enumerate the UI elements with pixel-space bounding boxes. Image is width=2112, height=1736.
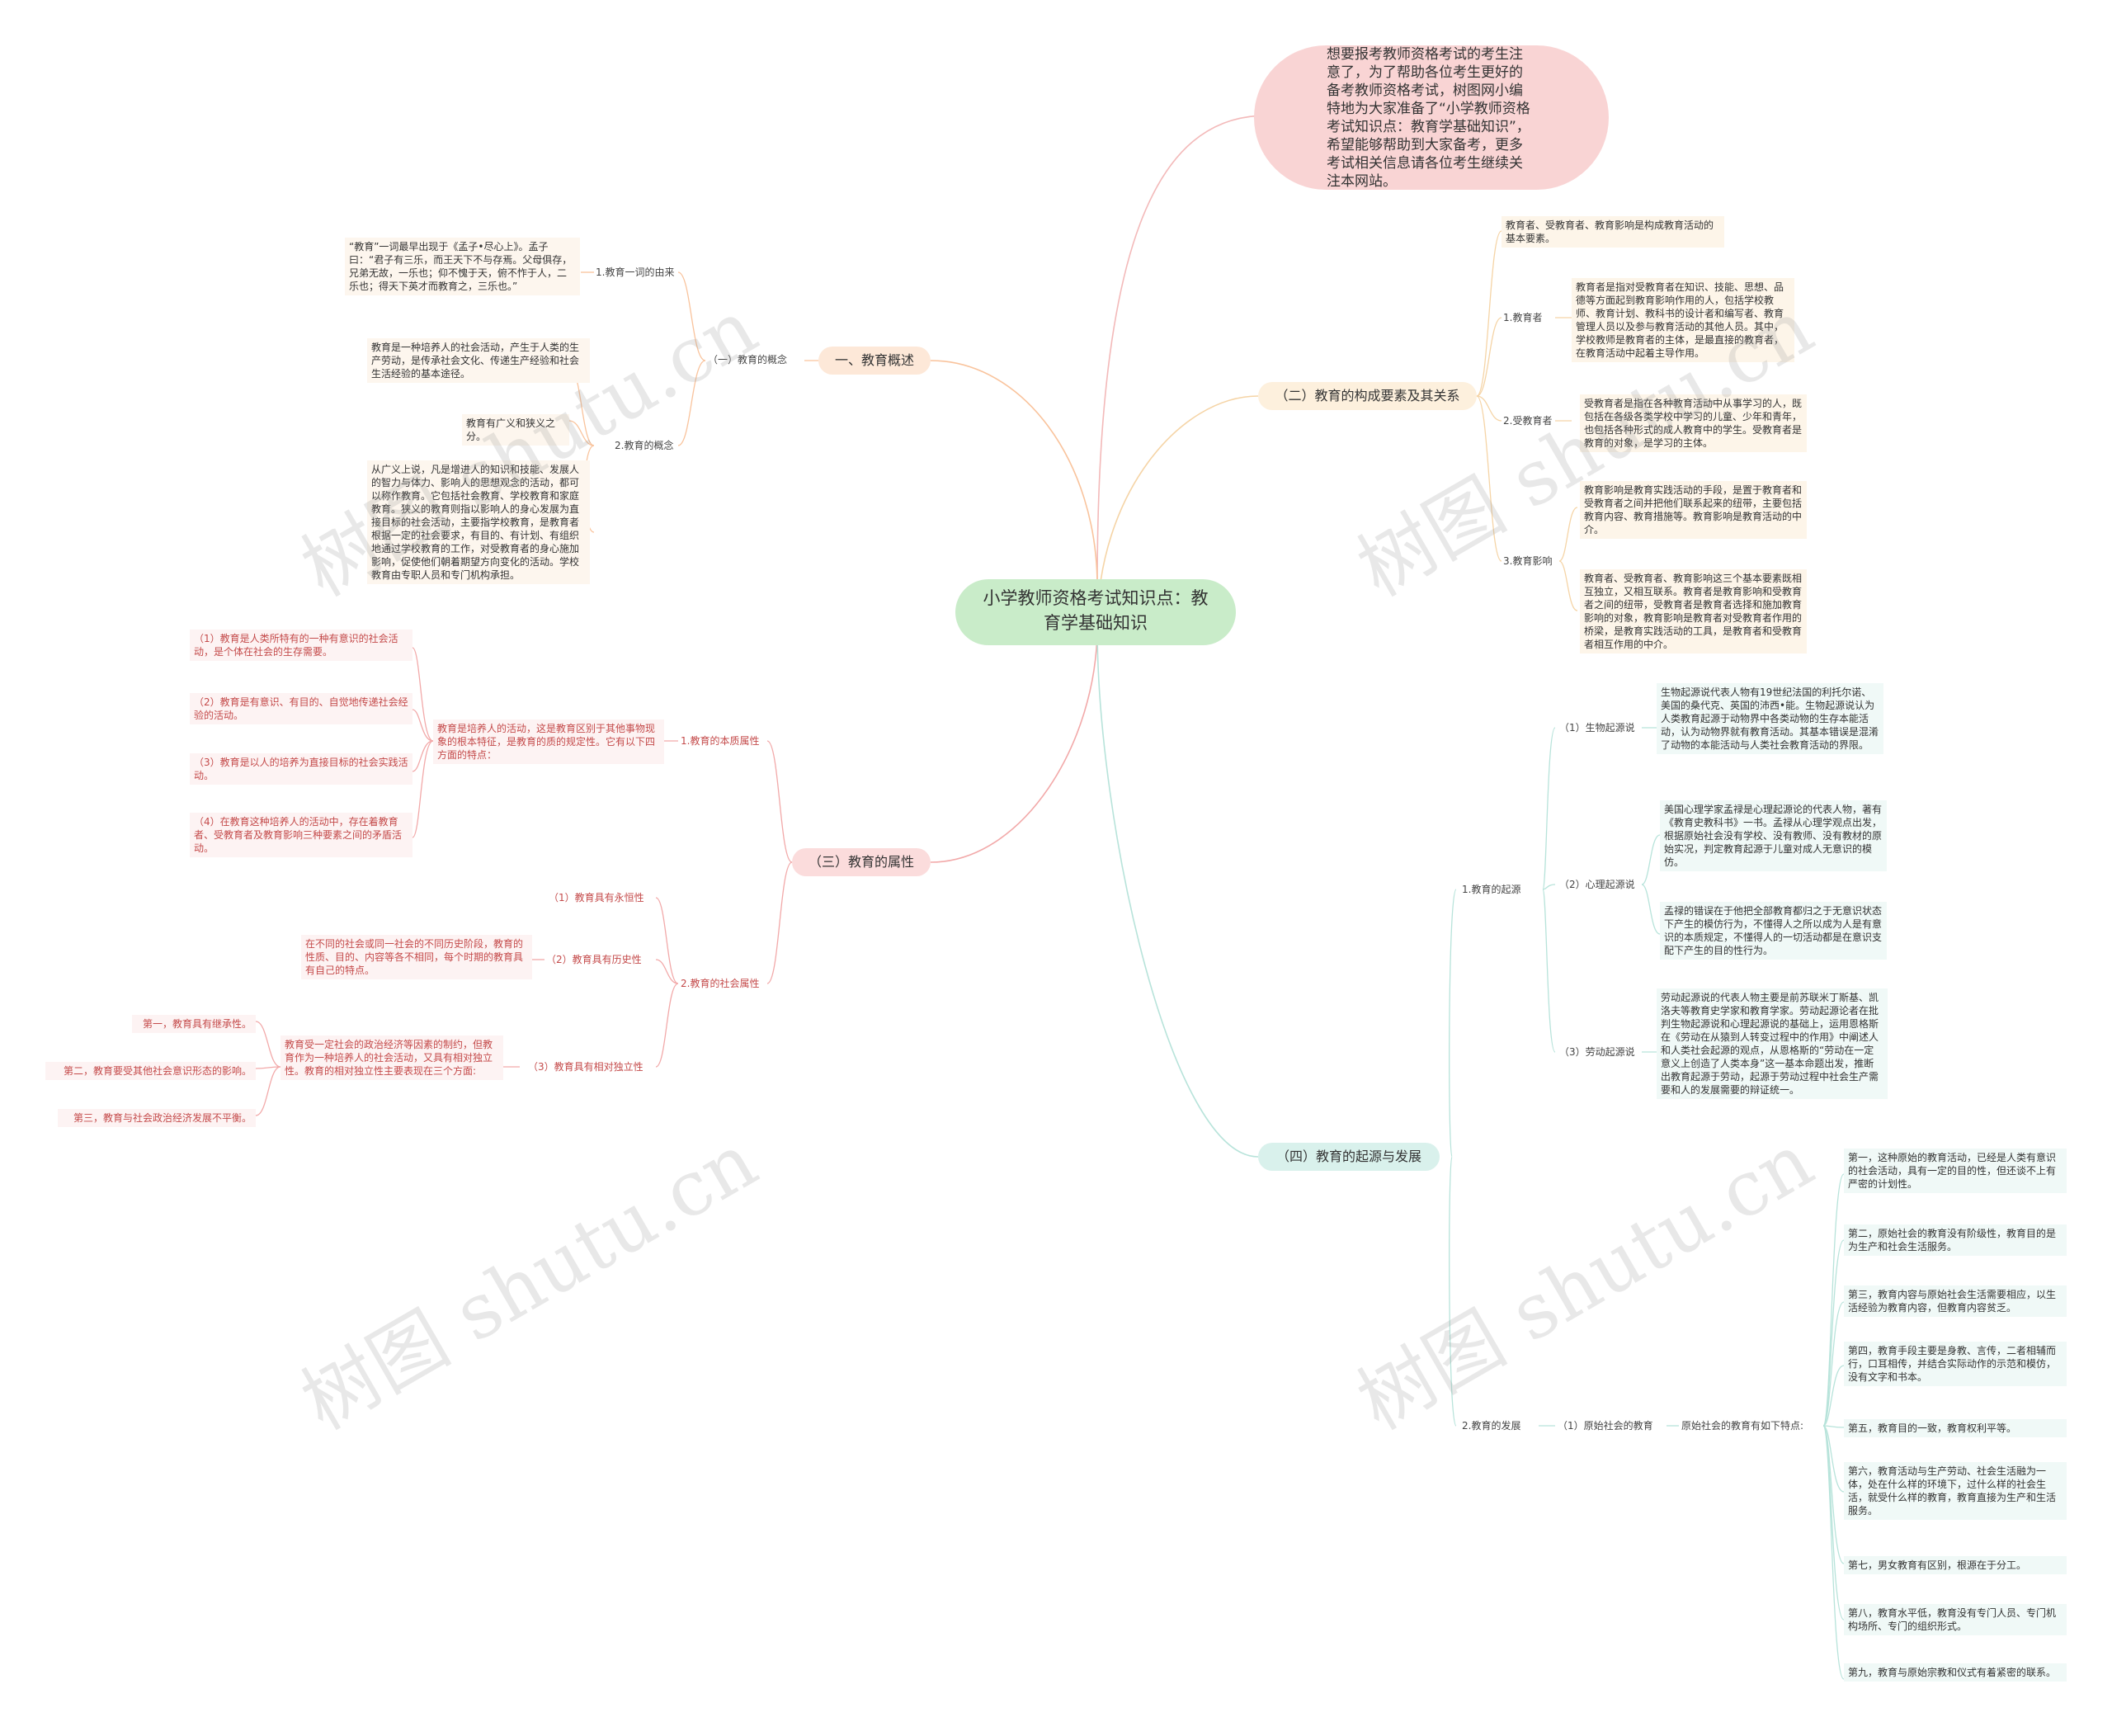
bio-origin-label[interactable]: （1）生物起源说 xyxy=(1559,722,1635,734)
essence-item-2: （2）教育是有意识、有目的、自觉地传递社会经验的活动。 xyxy=(190,693,412,724)
independent-item-2: 第二，教育要受其他社会意识形态的影响。 xyxy=(45,1062,256,1080)
root-title: 小学教师资格考试知识点：教育学基础知识 xyxy=(983,588,1209,633)
branch-overview-label: 一、教育概述 xyxy=(834,352,914,368)
learner-text: 受教育者是指在各种教育活动中从事学习的人，既包括在各级各类学校中学习的儿童、少年… xyxy=(1580,394,1807,452)
educator-text: 教育者是指对受教育者在知识、技能、思想、品德等方面起到教育影响作用的人，包括学校… xyxy=(1572,278,1794,362)
branch-elements-label: （二）教育的构成要素及其关系 xyxy=(1275,388,1460,403)
branch-overview[interactable]: 一、教育概述 xyxy=(818,347,931,375)
elements-intro-text: 教育者、受教育者、教育影响是构成教育活动的基本要素。 xyxy=(1502,216,1724,248)
concept-definition-text-2: 教育有广义和狭义之分。 xyxy=(462,414,569,446)
primitive-item-4: 第四，教育手段主要是身教、言传，二者相辅而行，口耳相传，并结合实际动作的示范和模… xyxy=(1844,1342,2067,1386)
primitive-item-2: 第二，原始社会的教育没有阶级性，教育目的是为生产和社会生活服务。 xyxy=(1844,1224,2067,1256)
primitive-item-5: 第五，教育目的一致，教育权利平等。 xyxy=(1844,1419,2067,1437)
branch-attributes[interactable]: （三）教育的属性 xyxy=(792,848,931,876)
influence-text-2: 教育者、受教育者、教育影响这三个基本要素既相互独立，又相互联系。教育者是教育影响… xyxy=(1580,569,1807,653)
primitive-item-8: 第八，教育水平低，教育没有专门人员、专门机构场所、专门的组织形式。 xyxy=(1844,1604,2067,1635)
psy-origin-text-1: 美国心理学家孟禄是心理起源论的代表人物，著有《教育史教科书》一书。孟禄从心理学观… xyxy=(1660,800,1887,871)
source-label[interactable]: 1.教育的起源 xyxy=(1462,884,1521,895)
essence-item-1: （1）教育是人类所特有的一种有意识的社会活动，是个体在社会的生存需要。 xyxy=(190,630,412,661)
educator-label[interactable]: 1.教育者 xyxy=(1503,312,1543,323)
primitive-label[interactable]: （1）原始社会的教育 xyxy=(1558,1420,1653,1432)
essence-item-4: （4）在教育这种培养人的活动中，存在着教育者、受教育者及教育影响三种要素之间的矛… xyxy=(190,813,412,857)
psy-origin-text-2: 孟禄的错误在于他把全部教育都归之于无意识状态下产生的模仿行为，不懂得人之所以成为… xyxy=(1660,902,1887,960)
root-topic[interactable]: 小学教师资格考试知识点：教育学基础知识 xyxy=(955,579,1236,645)
eternal-label[interactable]: （1）教育具有永恒性 xyxy=(549,892,644,903)
intro-bubble[interactable]: 想要报考教师资格考试的考生注意了，为了帮助各位考生更好的备考教师资格考试，树图网… xyxy=(1254,45,1609,190)
labor-origin-label[interactable]: （3）劳动起源说 xyxy=(1559,1046,1635,1058)
bio-origin-text: 生物起源说代表人物有19世纪法国的利托尔诺、美国的桑代克、英国的沛西•能。生物起… xyxy=(1657,683,1883,754)
independent-item-3: 第三，教育与社会政治经济发展不平衡。 xyxy=(58,1109,256,1127)
development-label[interactable]: 2.教育的发展 xyxy=(1462,1420,1521,1432)
essence-text: 教育是培养人的活动，这是教育区别于其他事物现象的根本特征，是教育的质的规定性。它… xyxy=(433,719,664,764)
influence-label[interactable]: 3.教育影响 xyxy=(1503,555,1553,567)
social-label[interactable]: 2.教育的社会属性 xyxy=(681,978,760,989)
labor-origin-text: 劳动起源说的代表人物主要是前苏联米丁斯基、凯洛夫等教育史学家和教育学家。劳动起源… xyxy=(1657,988,1888,1099)
independent-item-1: 第一，教育具有继承性。 xyxy=(132,1015,256,1033)
historical-label[interactable]: （2）教育具有历史性 xyxy=(546,954,642,965)
overview-concept-label[interactable]: （一）教育的概念 xyxy=(708,354,788,366)
primitive-text: 原始社会的教育有如下特点: xyxy=(1681,1420,1804,1432)
branch-origin-label: （四）教育的起源与发展 xyxy=(1275,1149,1421,1164)
branch-attributes-label: （三）教育的属性 xyxy=(808,854,914,870)
essence-item-3: （3）教育是以人的培养为直接目标的社会实践活动。 xyxy=(190,753,412,785)
primitive-item-7: 第七，男女教育有区别，根源在于分工。 xyxy=(1844,1556,2067,1574)
historical-text: 在不同的社会或同一社会的不同历史阶段，教育的性质、目的、内容等各不相同，每个时期… xyxy=(301,935,532,979)
primitive-item-1: 第一，这种原始的教育活动，已经是人类有意识的社会活动，具有一定的目的性，但还谈不… xyxy=(1844,1149,2067,1193)
branch-origin[interactable]: （四）教育的起源与发展 xyxy=(1258,1143,1440,1171)
intro-text: 想要报考教师资格考试的考生注意了，为了帮助各位考生更好的备考教师资格考试，树图网… xyxy=(1327,45,1530,190)
primitive-item-9: 第九，教育与原始宗教和仪式有着紧密的联系。 xyxy=(1844,1663,2067,1682)
origin-of-word-text: “教育”一词最早出现于《孟子•尽心上》。孟子曰：“君子有三乐，而王天下不与存焉。… xyxy=(345,238,580,295)
primitive-item-6: 第六，教育活动与生产劳动、社会生活融为一体，处在什么样的环境下，过什么样的社会生… xyxy=(1844,1462,2067,1520)
essence-label[interactable]: 1.教育的本质属性 xyxy=(681,735,760,747)
concept-definition-label[interactable]: 2.教育的概念 xyxy=(615,440,674,451)
learner-label[interactable]: 2.受教育者 xyxy=(1503,415,1553,427)
psy-origin-label[interactable]: （2）心理起源说 xyxy=(1559,879,1635,890)
influence-text-1: 教育影响是教育实践活动的手段，是置于教育者和受教育者之间并把他们联系起来的纽带，… xyxy=(1580,481,1807,539)
concept-definition-text-3: 从广义上说，凡是增进人的知识和技能、发展人的智力与体力、影响人的思想观念的活动，… xyxy=(367,460,590,584)
concept-definition-text-1: 教育是一种培养人的社会活动，产生于人类的生产劳动，是传承社会文化、传递生产经验和… xyxy=(367,338,590,383)
independent-text: 教育受一定社会的政治经济等因素的制约，但教育作为一种培养人的社会活动，又具有相对… xyxy=(280,1035,503,1080)
branch-elements[interactable]: （二）教育的构成要素及其关系 xyxy=(1258,382,1477,410)
origin-of-word-label[interactable]: 1.教育一词的由来 xyxy=(596,267,675,278)
independent-label[interactable]: （3）教育具有相对独立性 xyxy=(528,1061,644,1073)
primitive-item-3: 第三，教育内容与原始社会生活需要相应，以生活经验为教育内容，但教育内容贫乏。 xyxy=(1844,1285,2067,1317)
